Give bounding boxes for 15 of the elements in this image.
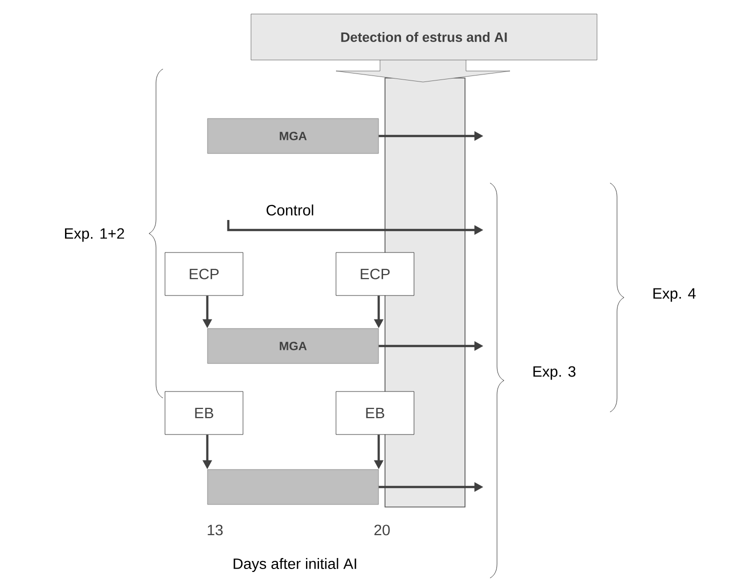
treatment-bar: MGA [207, 328, 379, 364]
day-label: 20 [374, 524, 390, 536]
callout-arrow-box: Detection of estrus and AI [250, 14, 598, 82]
treatment-bar: MGA [207, 118, 379, 154]
treatment-bar [207, 469, 379, 505]
axis-label: Days after initial AI [234, 558, 356, 572]
experiment-label: Exp. 3 [533, 366, 576, 380]
treatment-box: EB [336, 391, 414, 435]
day-label: 13 [208, 524, 223, 536]
group-label: Control [266, 204, 314, 216]
experiment-label: Exp. 4 [653, 288, 696, 302]
treatment-box: EB [164, 391, 244, 435]
treatment-box: ECP [164, 252, 244, 296]
treatment-box: ECP [336, 252, 414, 296]
experiment-label: Exp. 1+2 [65, 228, 124, 242]
